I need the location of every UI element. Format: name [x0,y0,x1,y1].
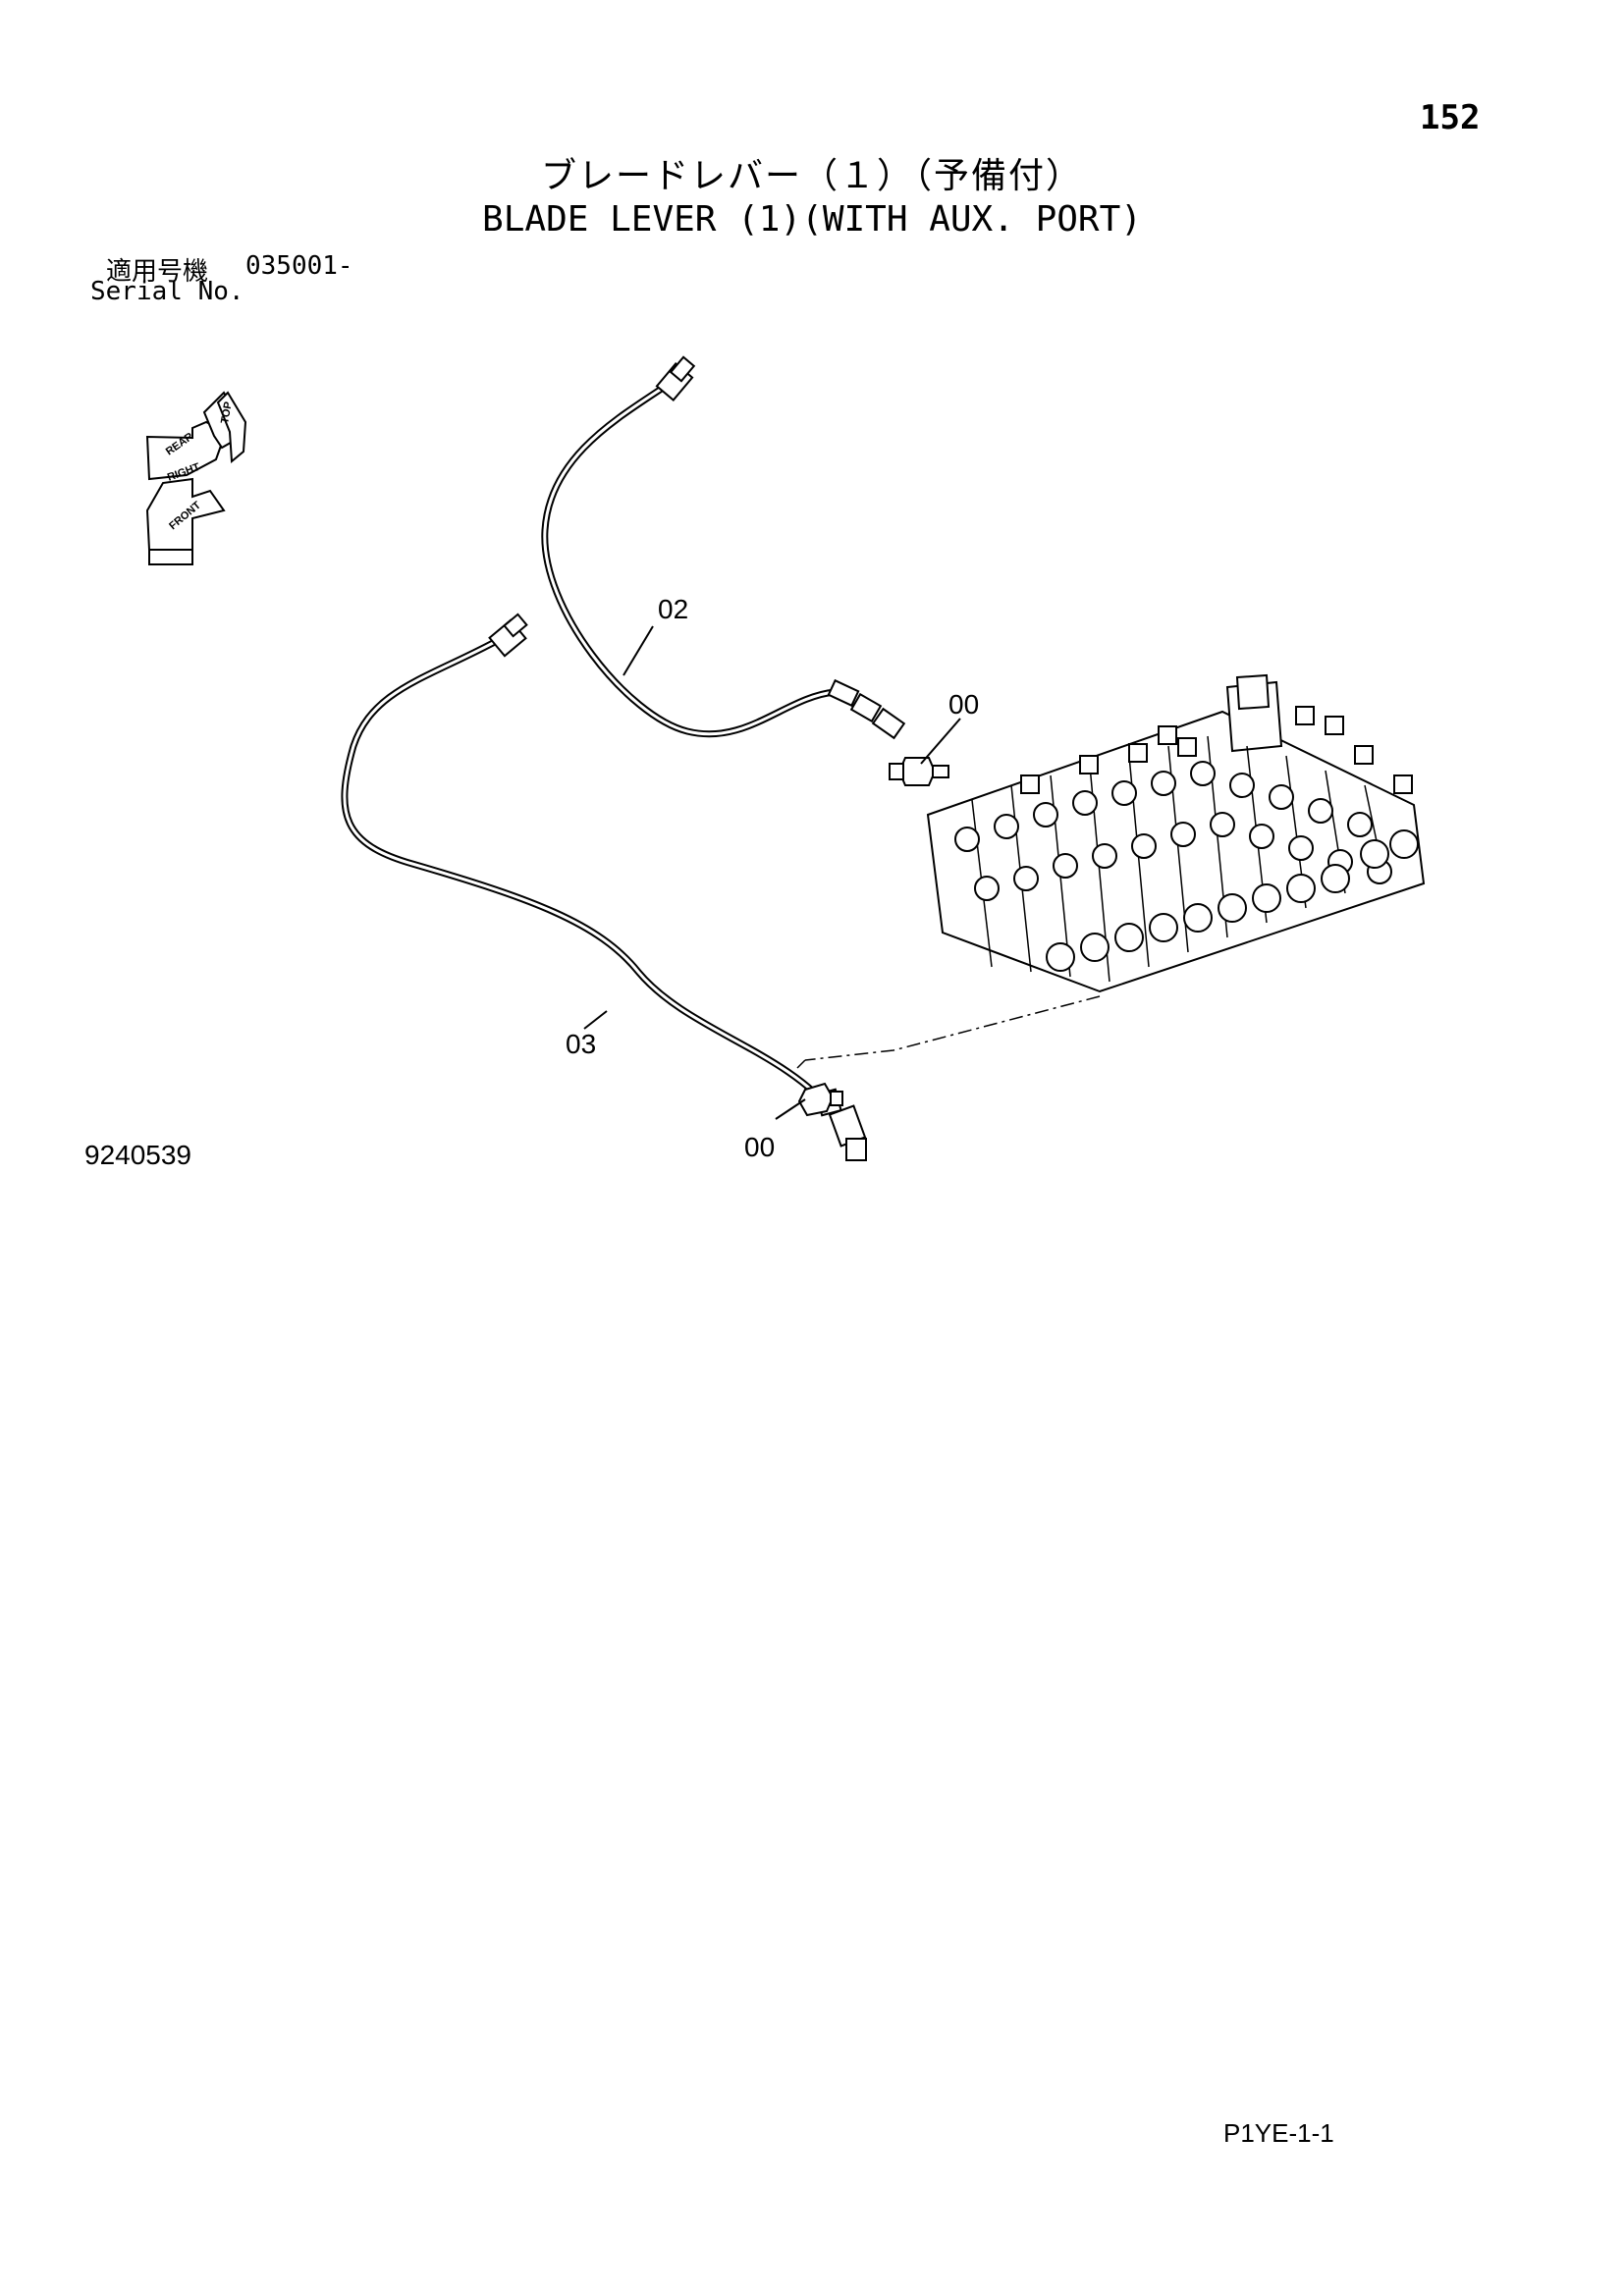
callout-03-leader [583,1010,608,1030]
orientation-top-label: TOP [219,400,235,424]
callout-00-upper-label: 00 [948,689,979,720]
orientation-indicator-icon: TOP REAR RIGHT FRONT [145,391,247,565]
hose-lower [341,613,867,1161]
serial-label-japanese: 適用号機 [106,257,209,287]
callout-02-leader [623,625,654,676]
adapter-fitting-lower [797,1082,843,1117]
connection-leader-line [804,995,1101,1061]
hose-upper [541,355,906,740]
title-english: BLADE LEVER (1)(WITH AUX. PORT) [482,199,1142,240]
title-japanese: ブレードレバー（１）（予備付） [540,156,1083,196]
callout-00-lower-label: 00 [744,1132,775,1162]
connection-leader-tick [796,1059,806,1069]
callout-00-lower-leader [775,1098,806,1120]
callout-03-label: 03 [566,1029,596,1059]
control-valve-manifold [926,673,1426,993]
callout-00-upper-leader [920,718,961,765]
page-number: 152 [1420,98,1481,137]
serial-label-english: Serial No. [90,277,244,306]
figure-number: 9240539 [84,1140,192,1170]
page-code: P1YE-1-1 [1223,2118,1334,2148]
adapter-fitting-upper [889,757,949,786]
callout-02-label: 02 [658,594,688,624]
serial-number-value: 035001- [245,251,353,281]
